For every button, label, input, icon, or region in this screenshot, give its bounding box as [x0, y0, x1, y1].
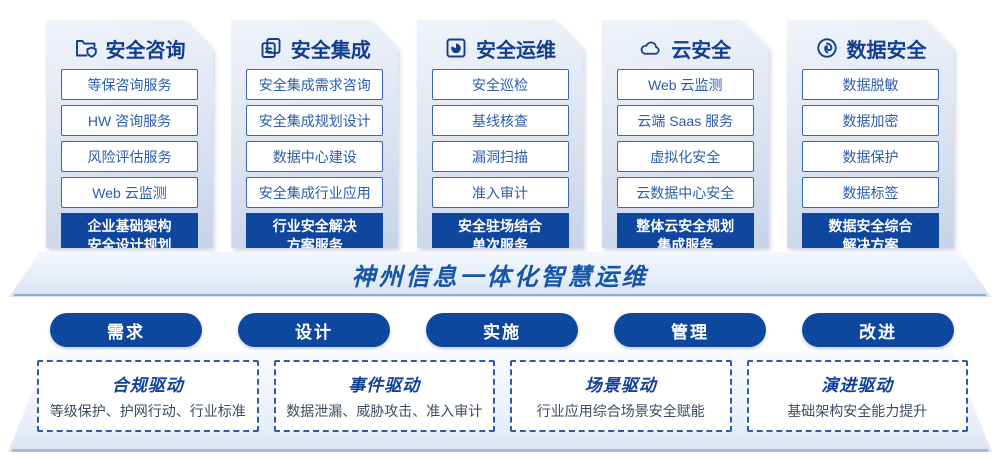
service-item: 数据加密 [802, 105, 939, 136]
banner-title: 神州信息一体化智慧运维 [351, 264, 649, 291]
service-item: 基线核查 [432, 105, 569, 136]
card-header: 安全运维 [417, 33, 584, 63]
process-pill: 管理 [614, 313, 766, 347]
service-item: 云数据中心安全 [617, 177, 754, 208]
driver-title: 合规驱动 [111, 376, 184, 395]
process-pill: 设计 [238, 313, 390, 347]
card-items: 安全集成需求咨询安全集成规划设计数据中心建设安全集成行业应用 [231, 69, 398, 208]
card-header: 安全集成 [231, 33, 398, 63]
card-footer-line: 行业安全解决 [272, 218, 357, 234]
driver-title: 场景驱动 [584, 376, 657, 395]
fingerprint-icon [815, 36, 839, 60]
service-item: 虚拟化安全 [617, 141, 754, 172]
service-item: 云端 Saas 服务 [617, 105, 754, 136]
service-item: 安全集成行业应用 [246, 177, 383, 208]
card-title: 安全集成 [290, 39, 371, 62]
driver-title: 事件驱动 [348, 376, 421, 395]
driver-box: 合规驱动等级保护、护网行动、行业标准 [37, 360, 259, 432]
driver-desc: 等级保护、护网行动、行业标准 [49, 403, 246, 419]
card-items: 安全巡检基线核查漏洞扫描准入审计 [417, 69, 584, 208]
service-item: 数据保护 [802, 141, 939, 172]
service-item: 等保咨询服务 [61, 69, 198, 100]
service-item: HW 咨询服务 [61, 105, 198, 136]
card-items: Web 云监测云端 Saas 服务虚拟化安全云数据中心安全 [602, 69, 769, 208]
process-pills: 需求 设计 实施 管理 改进 [50, 313, 954, 347]
driver-desc: 基础架构安全能力提升 [787, 403, 928, 419]
card-title: 云安全 [671, 39, 732, 62]
service-item: 安全巡检 [432, 69, 569, 100]
card-title: 安全咨询 [105, 39, 186, 62]
card-items: 等保咨询服务 HW 咨询服务风险评估服务 Web 云监测 [46, 69, 213, 208]
service-item: 数据脱敏 [802, 69, 939, 100]
service-item: 数据中心建设 [246, 141, 383, 172]
service-card: 安全运维 安全巡检基线核查漏洞扫描准入审计 安全驻场结合单次服务 [417, 20, 584, 252]
driver-title: 演进驱动 [821, 376, 894, 395]
service-item: 安全集成规划设计 [246, 105, 383, 136]
service-card: 安全集成 安全集成需求咨询安全集成规划设计数据中心建设安全集成行业应用 行业安全… [231, 20, 398, 252]
service-columns: 安全咨询 等保咨询服务 HW 咨询服务风险评估服务 Web 云监测 企业基础架构 安全… [46, 20, 954, 252]
driver-desc: 数据泄漏、威胁攻击、准入审计 [286, 403, 483, 419]
service-item: Web 云监测 [61, 177, 198, 208]
driver-box: 场景驱动行业应用综合场景安全赋能 [510, 360, 732, 432]
documents-icon [259, 36, 283, 60]
service-item: Web 云监测 [617, 69, 754, 100]
service-card: 云安全 Web 云监测云端 Saas 服务虚拟化安全云数据中心安全 整体云安全规… [602, 20, 769, 252]
service-item: 漏洞扫描 [432, 141, 569, 172]
cloud-icon [639, 36, 663, 60]
banner: 神州信息一体化智慧运维 [9, 252, 991, 297]
card-title: 数据安全 [846, 39, 927, 62]
driver-boxes: 合规驱动等级保护、护网行动、行业标准事件驱动数据泄漏、威胁攻击、准入审计场景驱动… [37, 360, 968, 432]
card-header: 云安全 [602, 33, 769, 63]
card-footer-line: 整体云安全规划 [636, 218, 735, 234]
service-item: 风险评估服务 [61, 141, 198, 172]
ops-clock-icon [444, 36, 468, 60]
driver-box: 演进驱动基础架构安全能力提升 [746, 360, 968, 432]
service-card: 数据安全 数据脱敏数据加密数据保护数据标签 数据安全综合解决方案 [787, 20, 954, 252]
driver-desc: 行业应用综合场景安全赋能 [536, 403, 705, 419]
card-items: 数据脱敏数据加密数据保护数据标签 [787, 69, 954, 208]
service-item: 安全集成需求咨询 [246, 69, 383, 100]
service-item: 数据标签 [802, 177, 939, 208]
service-item: 准入审计 [432, 177, 569, 208]
card-footer-line: 数据安全综合 [828, 218, 913, 234]
card-header: 数据安全 [787, 33, 954, 63]
process-pill: 实施 [426, 313, 578, 347]
card-title: 安全运维 [476, 39, 556, 62]
process-pill: 改进 [802, 313, 954, 347]
card-footer-line: 企业基础架构 [87, 218, 172, 234]
card-footer-line: 安全驻场结合 [458, 218, 542, 234]
driver-box: 事件驱动数据泄漏、威胁攻击、准入审计 [273, 360, 495, 432]
folder-shield-icon [74, 36, 98, 60]
card-header: 安全咨询 [46, 33, 213, 63]
process-pill: 需求 [50, 313, 202, 347]
